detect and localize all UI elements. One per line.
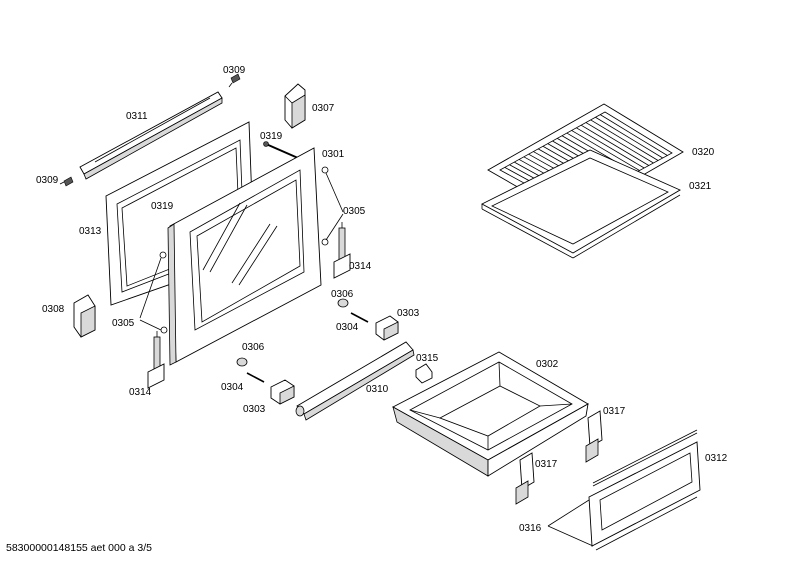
label-0305-right: 0305 — [343, 206, 366, 217]
label-0304-left: 0304 — [221, 382, 244, 393]
label-0306-right: 0306 — [331, 289, 354, 300]
label-0319-mid: 0319 — [151, 201, 174, 212]
label-0303-right: 0303 — [397, 308, 420, 319]
label-0314-left: 0314 — [129, 387, 152, 398]
part-0306-bushing-left — [236, 357, 248, 367]
label-0310: 0310 — [366, 384, 389, 395]
label-0317-left: 0317 — [535, 459, 558, 470]
label-0305-left: 0305 — [112, 318, 135, 329]
rack-wire — [600, 114, 668, 156]
label-0314-right: 0314 — [349, 261, 372, 272]
label-0301: 0301 — [322, 149, 345, 160]
label-0316: 0316 — [519, 523, 542, 534]
label-0308: 0308 — [42, 304, 65, 315]
part-0309-screw-left — [59, 176, 74, 187]
label-0302: 0302 — [536, 359, 559, 370]
part-0303-block-right — [375, 315, 399, 341]
part-0307-bracket — [284, 83, 306, 129]
label-0303-left: 0303 — [243, 404, 266, 415]
label-0315: 0315 — [416, 353, 439, 364]
rack-wire — [580, 124, 650, 166]
part-0321-baking-tray — [481, 149, 681, 259]
part-0309-screw-top — [228, 73, 241, 88]
part-0302-drawer — [392, 351, 589, 477]
part-0317-rail-left — [515, 452, 535, 505]
part-0304-screw-right — [350, 312, 369, 323]
label-0320: 0320 — [692, 147, 715, 158]
label-0319-top: 0319 — [260, 131, 283, 142]
label-0313: 0313 — [79, 226, 102, 237]
rack-wire — [571, 130, 640, 171]
part-0319-screw-a — [263, 141, 299, 159]
part-0314-hinge-right — [333, 222, 351, 279]
rack-wire — [585, 122, 654, 164]
rack-wire — [595, 116, 663, 159]
part-0303-block-left — [270, 379, 295, 405]
label-0309-left: 0309 — [36, 175, 59, 186]
part-0317-rail-right — [585, 410, 603, 463]
label-0309-top: 0309 — [223, 65, 246, 76]
part-0306-bushing-right — [337, 298, 349, 308]
label-0307: 0307 — [312, 103, 335, 114]
label-0304-right: 0304 — [336, 322, 359, 333]
part-0312-drawer-front — [588, 429, 701, 551]
rack-wire — [576, 127, 645, 169]
label-0312: 0312 — [705, 453, 728, 464]
label-0306-left: 0306 — [242, 342, 265, 353]
document-footer-code: 58300000148155 aet 000 a 3/5 — [6, 542, 152, 554]
part-0310-handle — [295, 341, 415, 421]
label-0311: 0311 — [126, 111, 148, 122]
label-0317-right: 0317 — [603, 406, 626, 417]
part-0301-door — [159, 147, 329, 366]
part-0314-hinge-left — [147, 331, 165, 389]
part-0304-screw-left — [246, 372, 265, 383]
part-0311-rail — [79, 91, 223, 180]
label-0321: 0321 — [689, 181, 712, 192]
part-0315-clip — [415, 363, 433, 384]
rack-wire — [590, 119, 659, 161]
part-0308-bracket — [73, 294, 96, 338]
